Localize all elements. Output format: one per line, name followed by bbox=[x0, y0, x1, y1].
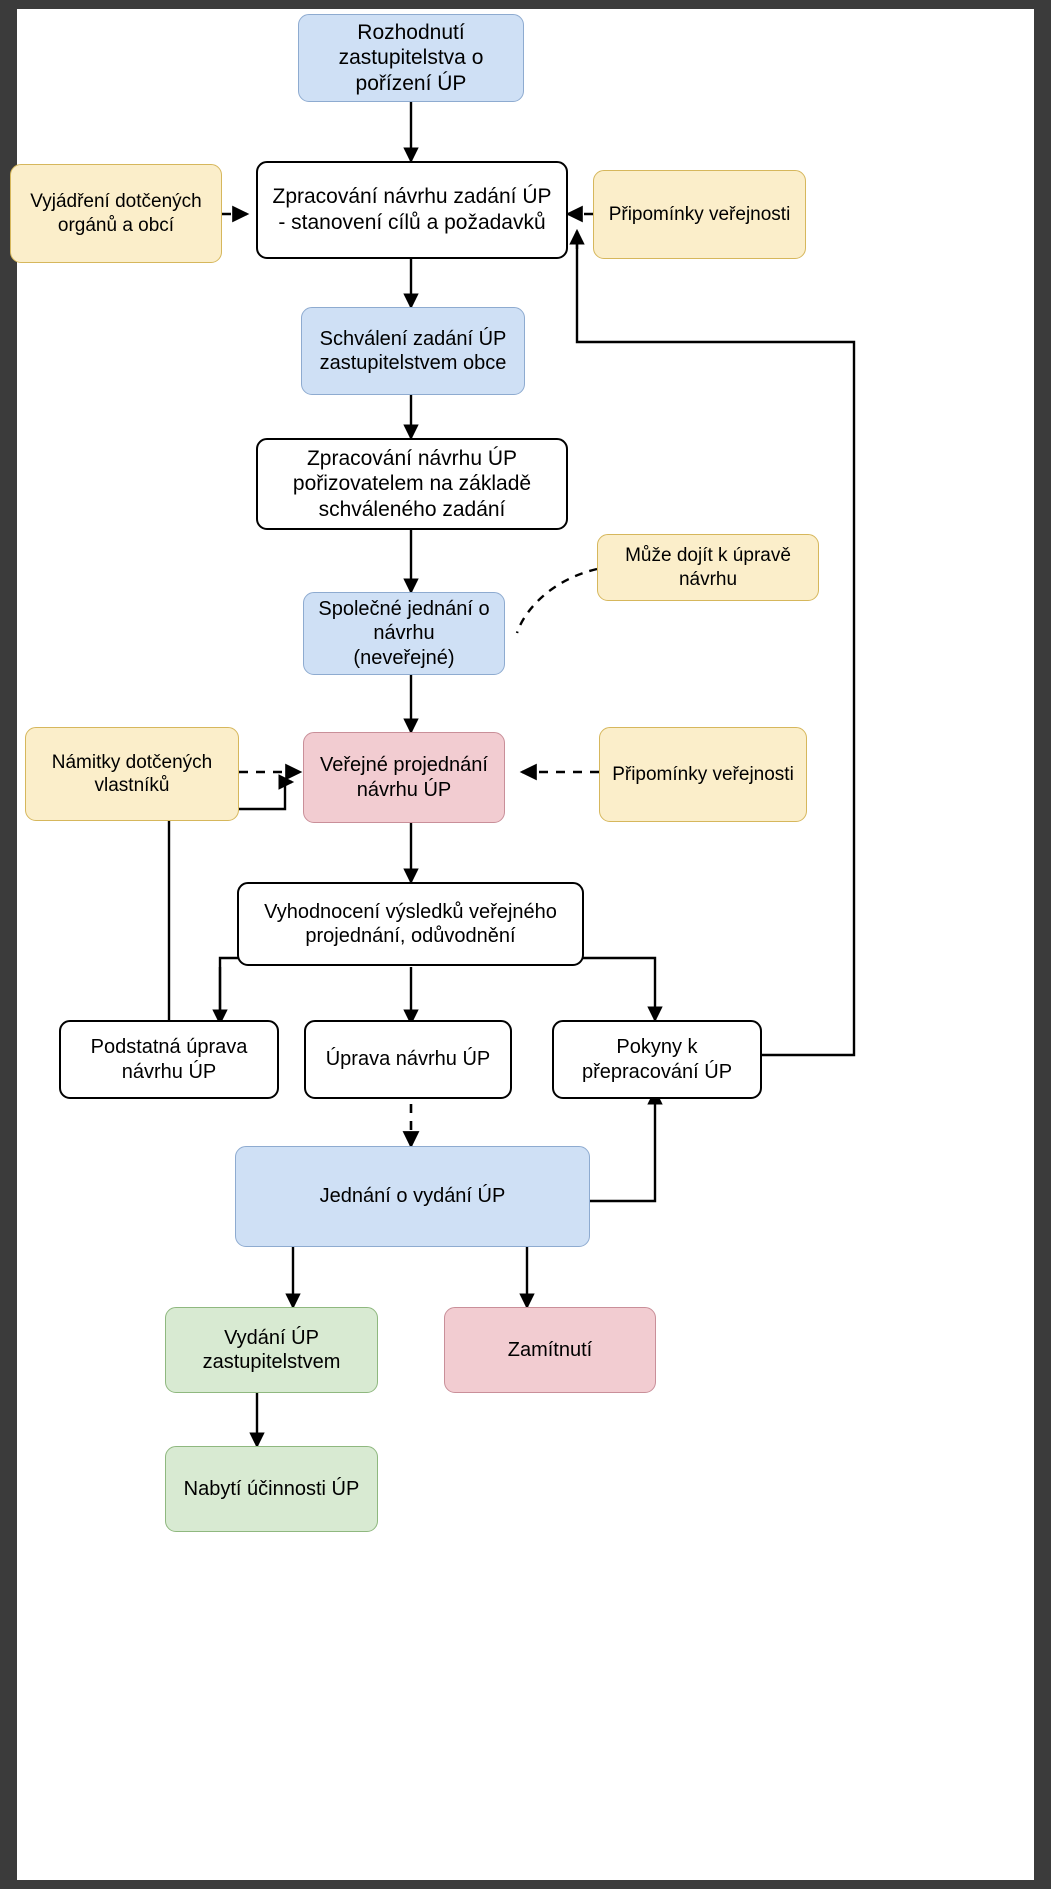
node-vydani-up[interactable]: Vydání ÚP zastupitelstvem bbox=[165, 1307, 378, 1393]
edge-jednani-pokyny bbox=[590, 1088, 663, 1203]
node-muze-dojit-k-uprave[interactable]: Může dojít k úpravě návrhu bbox=[597, 534, 819, 601]
edge-pokyny-zpracovani-leg bbox=[575, 235, 856, 1057]
edge-muzedojit-spolecne bbox=[515, 567, 598, 634]
edge-vyhodnoceni-podstatna-elbow bbox=[218, 956, 273, 1020]
node-pripominky-verejnosti-1[interactable]: Připomínky veřejnosti bbox=[593, 170, 806, 259]
node-vyhodnoceni[interactable]: Vyhodnocení výsledků veřejného projednán… bbox=[237, 882, 584, 966]
node-rozhodnuti[interactable]: Rozhodnutí zastupitelstva o pořízení ÚP bbox=[298, 14, 524, 102]
edge-vyhodnoceni-pokyny bbox=[550, 956, 663, 1023]
node-jednani-o-vydani[interactable]: Jednání o vydání ÚP bbox=[235, 1146, 590, 1247]
node-schvaleni-zadani[interactable]: Schválení zadání ÚP zastupitelstvem obce bbox=[301, 307, 525, 395]
node-nabyti-ucinnosti[interactable]: Nabytí účinnosti ÚP bbox=[165, 1446, 378, 1532]
node-zpracovani-navrhu[interactable]: Zpracování návrhu ÚP pořizovatelem na zá… bbox=[256, 438, 568, 530]
node-spolecne-jednani[interactable]: Společné jednání o návrhu (neveřejné) bbox=[303, 592, 505, 675]
node-pripominky-verejnosti-2[interactable]: Připomínky veřejnosti bbox=[599, 727, 807, 822]
node-uprava-navrhu[interactable]: Úprava návrhu ÚP bbox=[304, 1020, 512, 1099]
node-podstatna-uprava[interactable]: Podstatná úprava návrhu ÚP bbox=[59, 1020, 279, 1099]
node-vyjadreni-dotcenych-organu[interactable]: Vyjádření dotčených orgánů a obcí bbox=[10, 164, 222, 263]
flowchart-canvas: Rozhodnutí zastupitelstva o pořízení ÚP … bbox=[10, 9, 1034, 1880]
node-zamitnuti[interactable]: Zamítnutí bbox=[444, 1307, 656, 1393]
node-zpracovani-zadani[interactable]: Zpracování návrhu zadání ÚP - stanovení … bbox=[256, 161, 568, 259]
node-verejne-projednani[interactable]: Veřejné projednání návrhu ÚP bbox=[303, 732, 505, 823]
node-pokyny-k-prepracovani[interactable]: Pokyny k přepracování ÚP bbox=[552, 1020, 762, 1099]
node-namitky-vlastniku[interactable]: Námitky dotčených vlastníků bbox=[25, 727, 239, 821]
